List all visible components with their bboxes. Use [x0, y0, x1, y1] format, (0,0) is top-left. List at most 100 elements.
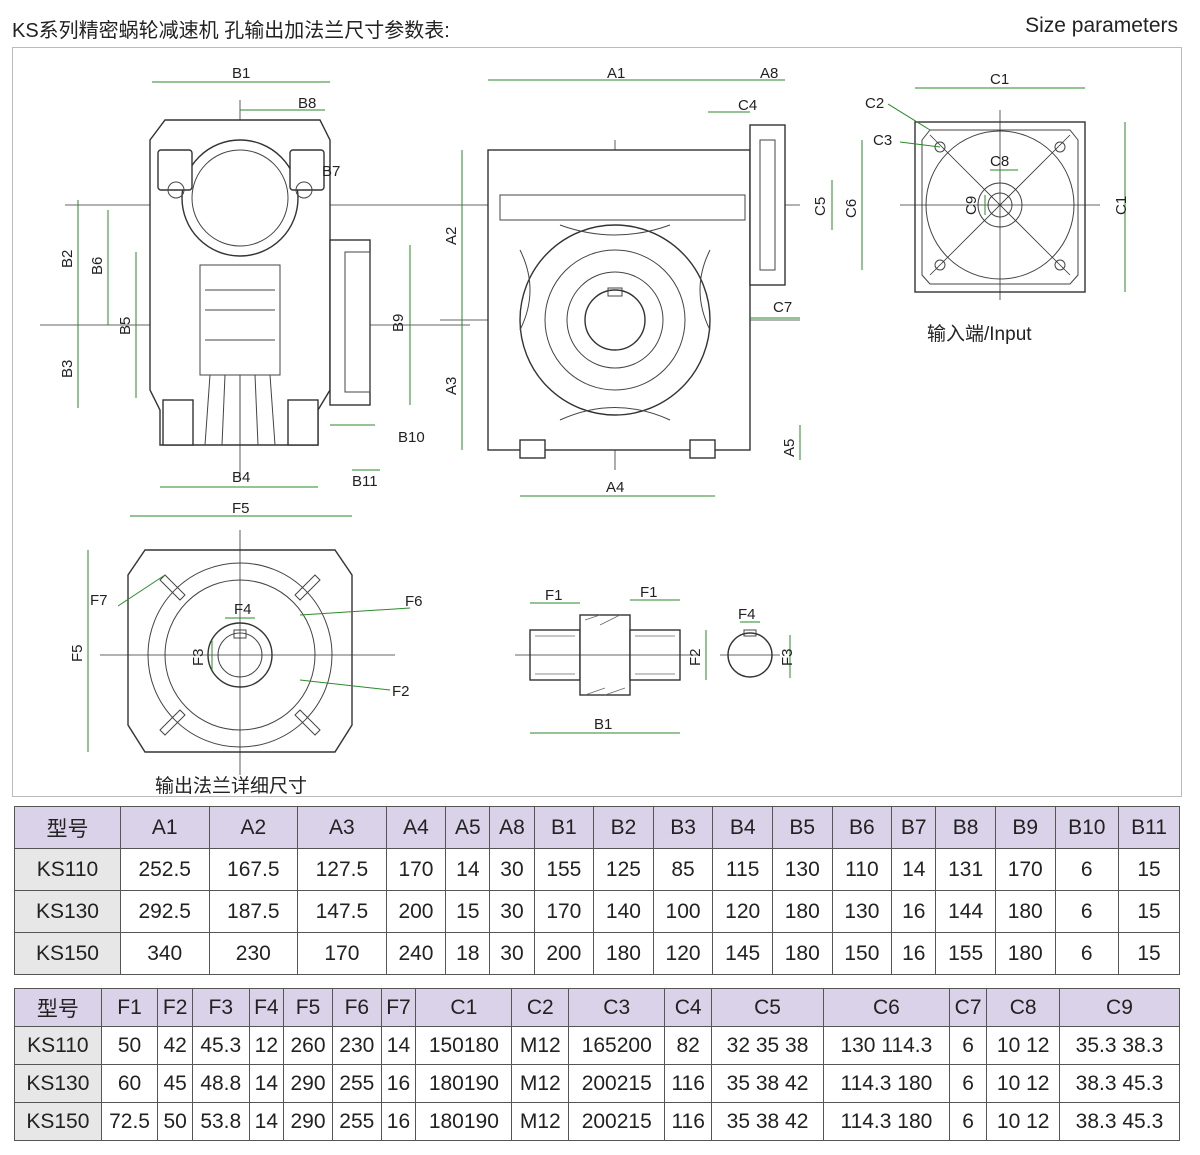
shaft-label-b1: B1 — [594, 716, 612, 733]
value-cell: 230 — [331, 1026, 382, 1065]
value-cell: 35.3 38.3 — [1058, 1026, 1181, 1065]
value-cell: 147.5 — [297, 890, 387, 933]
front-view: A1 A8 C4 C5 C6 A2 A3 C7 A4 A5 — [440, 65, 863, 497]
front-label-c6: C6 — [843, 199, 860, 218]
column-header: C9 — [1058, 988, 1181, 1027]
value-cell: 30 — [489, 848, 535, 891]
side-view: B1 B8 B7 B2 B6 B5 B3 B9 B10 B4 B11 — [40, 65, 470, 490]
side-label-b8: B8 — [298, 95, 316, 112]
shaft-label-f3: F3 — [779, 648, 796, 666]
value-cell: M12 — [511, 1026, 570, 1065]
value-cell: 187.5 — [208, 890, 299, 933]
column-header: A1 — [119, 806, 210, 849]
value-cell: 340 — [119, 932, 210, 975]
input-view: C1 C2 C3 C8 C9 C1 输入端/Input — [865, 71, 1130, 345]
value-cell: 200215 — [568, 1064, 666, 1103]
column-header: B7 — [891, 806, 937, 849]
value-cell: 82 — [664, 1026, 713, 1065]
value-cell: 110 — [831, 848, 893, 891]
side-label-b4: B4 — [232, 469, 250, 486]
value-cell: 114.3 180 — [823, 1064, 950, 1103]
value-cell: 170 — [297, 932, 387, 975]
value-cell: 14 — [248, 1064, 285, 1103]
column-header: C3 — [568, 988, 666, 1027]
value-cell: 140 — [593, 890, 654, 933]
value-cell: 15 — [445, 890, 491, 933]
model-cell: KS150 — [14, 932, 121, 975]
side-label-b11: B11 — [352, 473, 378, 490]
value-cell: 170 — [533, 890, 595, 933]
value-cell: 170 — [385, 848, 447, 891]
value-cell: 292.5 — [119, 890, 210, 933]
column-header: B10 — [1054, 806, 1119, 849]
side-label-b7: B7 — [322, 163, 340, 180]
side-label-b10: B10 — [398, 429, 425, 446]
column-header: B1 — [533, 806, 595, 849]
column-header: F5 — [283, 988, 333, 1027]
value-cell: 114.3 180 — [823, 1102, 950, 1141]
column-header: B8 — [935, 806, 996, 849]
column-header: B2 — [593, 806, 654, 849]
column-header: A2 — [208, 806, 299, 849]
column-header: A3 — [297, 806, 387, 849]
value-cell: 180190 — [415, 1102, 513, 1141]
value-cell: M12 — [511, 1102, 570, 1141]
column-header: C2 — [511, 988, 570, 1027]
input-label-c8: C8 — [990, 153, 1009, 170]
column-header: F2 — [157, 988, 193, 1027]
value-cell: 50 — [100, 1026, 159, 1065]
value-cell: 10 12 — [986, 1026, 1060, 1065]
value-cell: 120 — [652, 932, 714, 975]
flange-label-f6: F6 — [405, 593, 423, 610]
value-cell: 42 — [157, 1026, 193, 1065]
page-subtitle: Size parameters — [1025, 14, 1178, 37]
column-header: B5 — [771, 806, 833, 849]
value-cell: 150180 — [415, 1026, 513, 1065]
column-header: C6 — [823, 988, 950, 1027]
value-cell: 150 — [831, 932, 893, 975]
value-cell: 48.8 — [191, 1064, 250, 1103]
column-header: A4 — [385, 806, 447, 849]
flange-label-f5-top: F5 — [232, 500, 250, 517]
value-cell: 180190 — [415, 1064, 513, 1103]
value-cell: 6 — [948, 1102, 988, 1141]
value-cell: 32 35 38 — [711, 1026, 825, 1065]
column-header: F4 — [248, 988, 285, 1027]
value-cell: 180 — [593, 932, 654, 975]
value-cell: 30 — [489, 932, 535, 975]
value-cell: 85 — [652, 848, 714, 891]
column-header: F6 — [331, 988, 382, 1027]
value-cell: 144 — [935, 890, 996, 933]
side-label-b2: B2 — [59, 250, 76, 268]
side-label-b9: B9 — [390, 314, 407, 332]
front-label-a8: A8 — [760, 65, 778, 82]
column-header: B11 — [1117, 806, 1181, 849]
column-header: 型号 — [14, 988, 102, 1027]
value-cell: 14 — [380, 1026, 417, 1065]
value-cell: 50 — [157, 1102, 193, 1141]
value-cell: 255 — [331, 1102, 382, 1141]
value-cell: 200 — [385, 890, 447, 933]
flange-label-f3: F3 — [190, 648, 207, 666]
value-cell: 200215 — [568, 1102, 666, 1141]
input-label-c1-top: C1 — [990, 71, 1009, 88]
value-cell: 255 — [331, 1064, 382, 1103]
column-header: C1 — [415, 988, 513, 1027]
side-label-b3: B3 — [59, 360, 76, 378]
flange-caption: 输出法兰详细尺寸 — [155, 775, 307, 797]
flange-label-f7: F7 — [90, 592, 108, 609]
value-cell: 120 — [712, 890, 773, 933]
value-cell: 12 — [248, 1026, 285, 1065]
input-label-c1-side: C1 — [1113, 196, 1130, 215]
model-cell: KS130 — [14, 1064, 102, 1103]
column-header: 型号 — [14, 806, 121, 849]
value-cell: 10 12 — [986, 1102, 1060, 1141]
value-cell: 131 — [935, 848, 996, 891]
value-cell: 15 — [1117, 890, 1181, 933]
flange-label-f5-side: F5 — [69, 644, 86, 662]
